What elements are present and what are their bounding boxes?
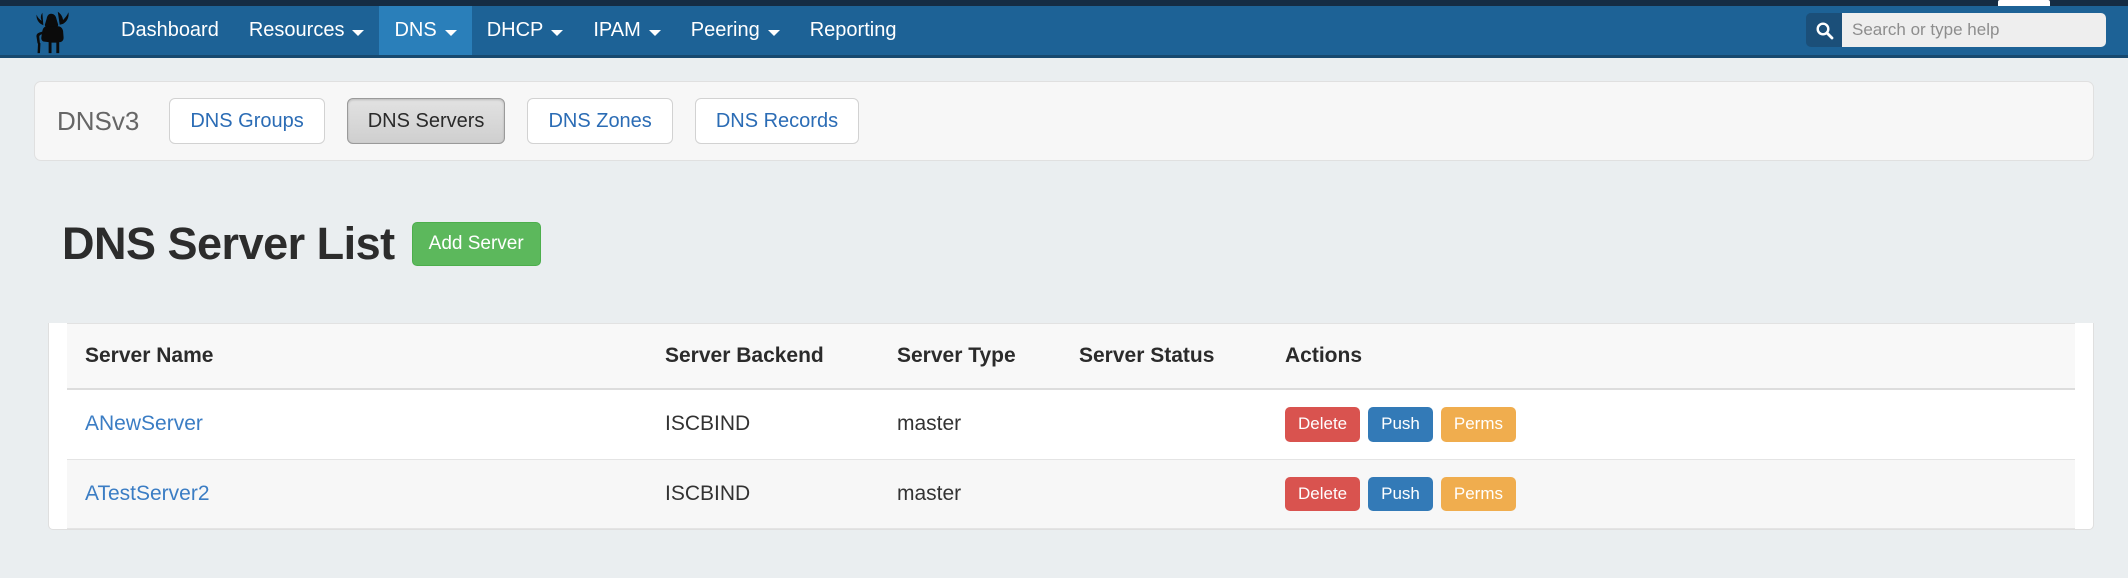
- tab-dns-zones[interactable]: DNS Zones: [527, 98, 673, 144]
- nav-item-label: DHCP: [486, 19, 544, 41]
- table-header-row: Server Name Server Backend Server Type S…: [67, 323, 2075, 391]
- moose-logo-icon[interactable]: [0, 6, 78, 55]
- cell-actions: Delete Push Perms: [1267, 459, 2075, 530]
- table-row: ANewServer ISCBIND master Delete Push Pe…: [67, 389, 2075, 460]
- table-row: ATestServer2 ISCBIND master Delete Push …: [67, 459, 2075, 530]
- section-title: DNSv3: [57, 105, 140, 136]
- nav-item-ipam[interactable]: IPAM: [578, 6, 675, 55]
- dns-server-table: Server Name Server Backend Server Type S…: [67, 323, 2075, 530]
- nav-item-label: Reporting: [809, 19, 897, 41]
- chevron-down-icon: [767, 29, 780, 36]
- navbar-menu: Dashboard Resources DNS DHCP IPAM Peerin…: [106, 6, 911, 55]
- nav-item-label: Peering: [690, 19, 760, 41]
- chevron-down-icon: [444, 29, 457, 36]
- nav-item-dhcp[interactable]: DHCP: [472, 6, 579, 55]
- cell-server-backend: ISCBIND: [647, 389, 879, 460]
- table-body: ANewServer ISCBIND master Delete Push Pe…: [67, 389, 2075, 530]
- search-box: [1806, 13, 2106, 47]
- search-icon[interactable]: [1806, 13, 1842, 47]
- nav-item-label: Resources: [248, 19, 345, 41]
- delete-button[interactable]: Delete: [1285, 407, 1361, 442]
- cell-actions: Delete Push Perms: [1267, 389, 2075, 460]
- page-header: DNS Server List Add Server: [62, 188, 2128, 300]
- push-button[interactable]: Push: [1368, 476, 1433, 512]
- nav-item-dashboard[interactable]: Dashboard: [106, 6, 234, 55]
- search-input[interactable]: [1842, 13, 2106, 47]
- nav-item-label: IPAM: [593, 19, 641, 41]
- cell-server-type: master: [879, 459, 1061, 530]
- nav-item-reporting[interactable]: Reporting: [795, 6, 912, 55]
- perms-button[interactable]: Perms: [1440, 476, 1517, 512]
- tab-dns-servers[interactable]: DNS Servers: [346, 98, 506, 144]
- cell-server-type: master: [879, 389, 1061, 460]
- nav-item-dns[interactable]: DNS: [379, 6, 472, 55]
- nav-item-peering[interactable]: Peering: [676, 6, 795, 55]
- column-header-server-backend: Server Backend: [647, 323, 879, 391]
- column-header-server-name: Server Name: [67, 323, 647, 391]
- server-name-link[interactable]: ANewServer: [85, 412, 203, 436]
- top-navbar: Dashboard Resources DNS DHCP IPAM Peerin…: [0, 6, 2128, 58]
- tab-dns-groups[interactable]: DNS Groups: [169, 98, 325, 144]
- chevron-down-icon: [648, 29, 661, 36]
- push-button[interactable]: Push: [1368, 407, 1433, 442]
- nav-item-label: DNS: [394, 19, 437, 41]
- server-name-link[interactable]: ATestServer2: [85, 481, 210, 505]
- nav-item-resources[interactable]: Resources: [234, 6, 380, 55]
- cell-server-backend: ISCBIND: [647, 459, 879, 530]
- browser-chrome-strip: [0, 0, 2128, 6]
- server-table-panel: Server Name Server Backend Server Type S…: [48, 323, 2094, 531]
- action-button-group: Delete Push Perms: [1285, 476, 2075, 512]
- cell-server-status: [1061, 459, 1267, 530]
- cell-server-name: ATestServer2: [67, 459, 647, 530]
- delete-button[interactable]: Delete: [1285, 476, 1361, 512]
- chevron-down-icon: [551, 29, 564, 36]
- browser-tab[interactable]: [1998, 0, 2050, 6]
- perms-button[interactable]: Perms: [1440, 407, 1517, 442]
- cell-server-status: [1061, 389, 1267, 460]
- dns-section-panel: DNSv3 DNS Groups DNS Servers DNS Zones D…: [34, 81, 2094, 161]
- column-header-actions: Actions: [1267, 323, 2075, 391]
- column-header-server-status: Server Status: [1061, 323, 1267, 391]
- page-title: DNS Server List: [62, 218, 395, 270]
- chevron-down-icon: [352, 29, 365, 36]
- tab-dns-records[interactable]: DNS Records: [694, 98, 860, 144]
- add-server-button[interactable]: Add Server: [411, 222, 541, 267]
- column-header-server-type: Server Type: [879, 323, 1061, 391]
- cell-server-name: ANewServer: [67, 389, 647, 460]
- action-button-group: Delete Push Perms: [1285, 407, 2075, 442]
- table-header: Server Name Server Backend Server Type S…: [67, 323, 2075, 391]
- nav-item-label: Dashboard: [121, 19, 219, 41]
